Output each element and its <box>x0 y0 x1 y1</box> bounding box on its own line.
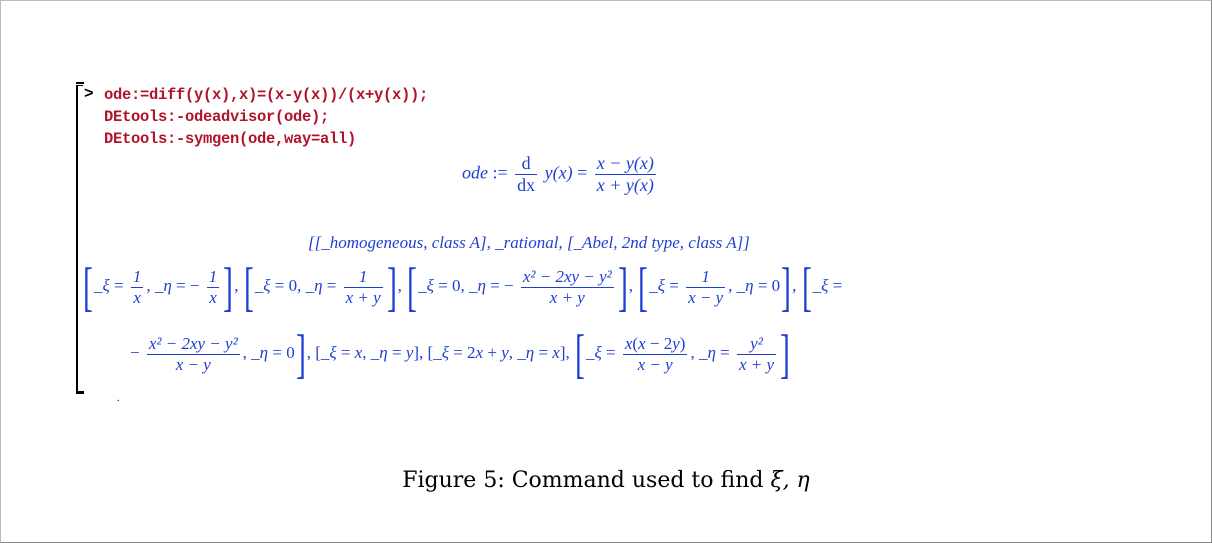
command-line-3[interactable]: DEtools:-symgen(ode,way=all) <box>104 130 357 148</box>
cursor-dot: . <box>117 393 120 404</box>
output-ode: ode := d dx y(x) = x − y(x) x + y(x) <box>462 153 656 195</box>
output-odeadvisor: [[_homogeneous, class A], _rational, [_A… <box>308 233 750 252</box>
derivative-operator: d dx <box>515 153 538 195</box>
command-line-1[interactable]: ode:=diff(y(x),x)=(x-y(x))/(x+y(x)); <box>104 86 429 104</box>
caption-text: Figure 5: Command used to find <box>402 468 764 493</box>
execution-group-bracket-bottom <box>76 391 84 393</box>
execution-group-bracket[interactable] <box>76 85 84 394</box>
execution-group-bracket-top <box>76 82 84 84</box>
command-line-2[interactable]: DEtools:-odeadvisor(ode); <box>104 108 330 126</box>
input-prompt: > <box>84 85 94 103</box>
ode-label: ode <box>462 162 488 183</box>
caption-symbols: ξ, η <box>770 468 810 493</box>
maple-worksheet-screenshot: > ode:=diff(y(x),x)=(x-y(x))/(x+y(x)); D… <box>70 75 1140 400</box>
figure-caption: Figure 5: Command used to find ξ, η <box>0 468 1212 493</box>
ode-rhs-fraction: x − y(x) x + y(x) <box>594 153 656 195</box>
